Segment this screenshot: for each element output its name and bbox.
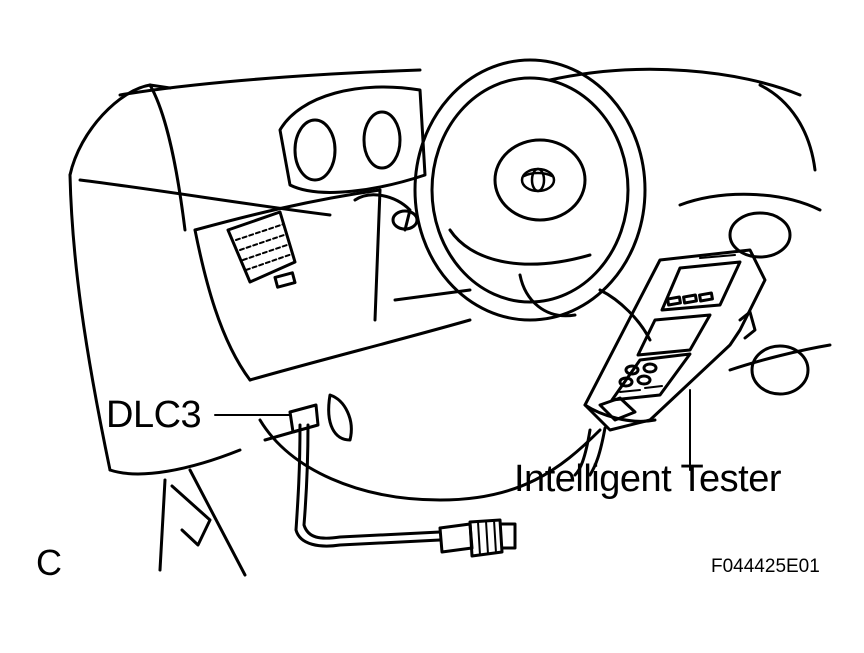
air-vent — [226, 210, 297, 289]
dlc3-label: DLC3 — [106, 394, 202, 436]
right-vent — [728, 211, 810, 396]
view-letter-label: C — [36, 542, 62, 583]
instrument-cluster — [278, 85, 427, 232]
driver-seat — [68, 83, 247, 577]
steering-wheel — [413, 58, 647, 322]
dlc3-connector — [288, 403, 517, 558]
toyota-emblem-icon — [520, 167, 556, 193]
intelligent-tester-label: Intelligent Tester — [514, 458, 782, 500]
intelligent-tester-device — [573, 248, 767, 477]
figure-id-label: F044425E01 — [711, 556, 820, 577]
